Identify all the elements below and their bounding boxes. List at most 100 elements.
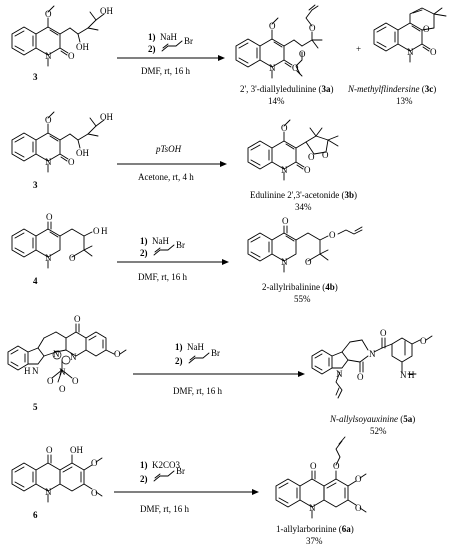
atom-o-5a-methoxy: O [420,336,427,346]
step-5-2-num: 2) [140,474,148,484]
paren-close-6a: ) [351,524,354,534]
allyl-bromide-br-1: Br [184,36,193,46]
atom-n-5-b: N [70,352,77,362]
product-yield-6a: 37% [306,536,323,546]
atom-n-3b: N [281,165,288,175]
molecule-4b [247,225,363,273]
product-name-5a: N-allylsoyauxinine (5a) [329,414,415,424]
step-3-1-reagent: NaH [152,236,169,246]
product-yield-3a: 14% [268,96,285,106]
atom-oh-r2-1: OH [76,148,89,158]
atom-o-5a-1: O [357,372,364,382]
atom-h-5: H [24,366,31,376]
molecule-6a [275,436,367,519]
product-yield-5a: 52% [370,426,387,436]
molecule-3-start [11,5,105,67]
allyl-bromide-4 [188,352,210,364]
product-name-6a: 1-allylarborinine (6a) [276,524,354,534]
paren-open-5a: ( [400,414,403,424]
atom-n-6a: N [309,503,316,513]
molecule-6-start [11,454,103,503]
reaction-2: O N O OH OH 3 pTsOH Acetone, rt, 4 h [11,111,357,212]
atom-n: N [45,51,52,61]
atom-n-4b: N [281,257,288,267]
product-name-3a: 2', 3'-diallyledulinine (3a) [240,84,333,94]
atom-o-5-nitrate-1: O [47,376,54,386]
allyl-bromide-br-5: Br [176,466,185,476]
allyl-bromide-br-4: Br [211,348,220,358]
atom-o-3b-2: O [304,165,311,175]
atom-o-r2-2: O [68,157,75,167]
atom-o-6-methoxy-1: O [91,458,98,468]
paren-close-5a: ) [412,414,415,424]
atom-n-3a: N [269,63,276,73]
product-name-3b-text: Edulinine 2',3'-acetonide [250,190,339,200]
allyl-bromide-1 [161,40,183,52]
product-code-3a: 3a [321,84,331,94]
paren-open-3a: ( [318,84,321,94]
step-1-reagent: NaH [160,32,177,42]
allyl-double-1 [162,43,169,49]
product-code-5a: 5a [403,414,413,424]
reaction-3: O N O O H 4 1) NaH 2) Br DMF, rt, 16 h [11,212,363,304]
paren-close-3c: ) [433,84,436,94]
arrowhead-4 [298,371,305,377]
allyl-bromide-br-3: Br [176,240,185,250]
molecule-5a [311,335,433,399]
compound-label-4: 4 [33,276,38,286]
atom-o-5-carbonyl: O [74,314,81,324]
product-name-3c: N-methylflindersine (3c) [347,84,436,94]
compound-label-6: 6 [33,510,38,520]
step-3-1-num: 1) [140,236,148,246]
atom-o-4b-carbonyl: O [282,216,289,226]
atom-oh-6: OH [70,445,83,455]
atom-oh-r2-2: OH [100,112,113,122]
atom-o-3b-3: O [322,150,329,160]
atom-n-5a-methylamino: N [400,370,407,380]
paren-close-3b: ) [354,190,357,200]
atom-h-4: H [101,226,108,236]
allyl-double-3 [154,247,161,253]
atom-o-5-nitrate-3: O [59,384,66,394]
atom-n-5a-indole: N [336,369,343,379]
atom-oh-1: OH [76,42,89,52]
compound-label-3-r2: 3 [33,180,38,190]
atom-o-r2-1: O [45,115,52,125]
molecule-3-start-r2 [11,111,105,173]
atom-n-5a-amide: N [369,349,376,359]
paren-close-3a: ) [330,84,333,94]
reaction-4: N H N N O O N O O O 5 1) NaH 2) Br DMF, … [7,314,433,436]
atom-h-5a: H [408,370,415,380]
molecule-4-start [11,221,93,269]
positive-charge-icon [52,350,62,360]
atom-n-3c: N [407,47,414,57]
paren-close-4b: ) [335,282,338,292]
atom-n-4: N [45,253,52,263]
arrowhead-3 [222,259,229,265]
atom-oh-2: OH [100,6,113,16]
step-4-1-reagent: NaH [187,342,204,352]
condition-2: Acetone, rt, 4 h [138,172,194,182]
condition-5: DMF, rt, 16 h [140,504,190,514]
atom-o-methoxy: O [45,9,52,19]
atom-o-4b-ether: O [329,230,336,240]
atom-n-6: N [45,487,52,497]
atom-n-5-nitrate: N [59,367,66,377]
molecule-3a [235,4,323,79]
atom-o-4-carbonyl: O [46,212,53,222]
atom-n-5-indole: N [32,366,39,376]
condition-3: DMF, rt, 16 h [138,272,188,282]
atom-o-3c-carbonyl: O [430,47,437,57]
atom-o-3b-1: O [281,123,288,133]
negative-charge-icon [61,355,71,365]
paren-open-4b: ( [322,282,325,292]
step-5-1-reagent: K2CO3 [152,460,181,470]
step-3-2-num: 2) [140,248,148,258]
product-yield-4b: 55% [294,294,311,304]
product-name-3b: Edulinine 2',3'-acetonide (3b) [250,190,357,200]
paren-open-3b: ( [341,190,344,200]
product-name-4b-text: 2-allylribalinine [262,282,320,292]
atom-o-3b-4: O [308,152,315,162]
paren-open-6a: ( [339,524,342,534]
arrowhead-5 [252,489,259,495]
